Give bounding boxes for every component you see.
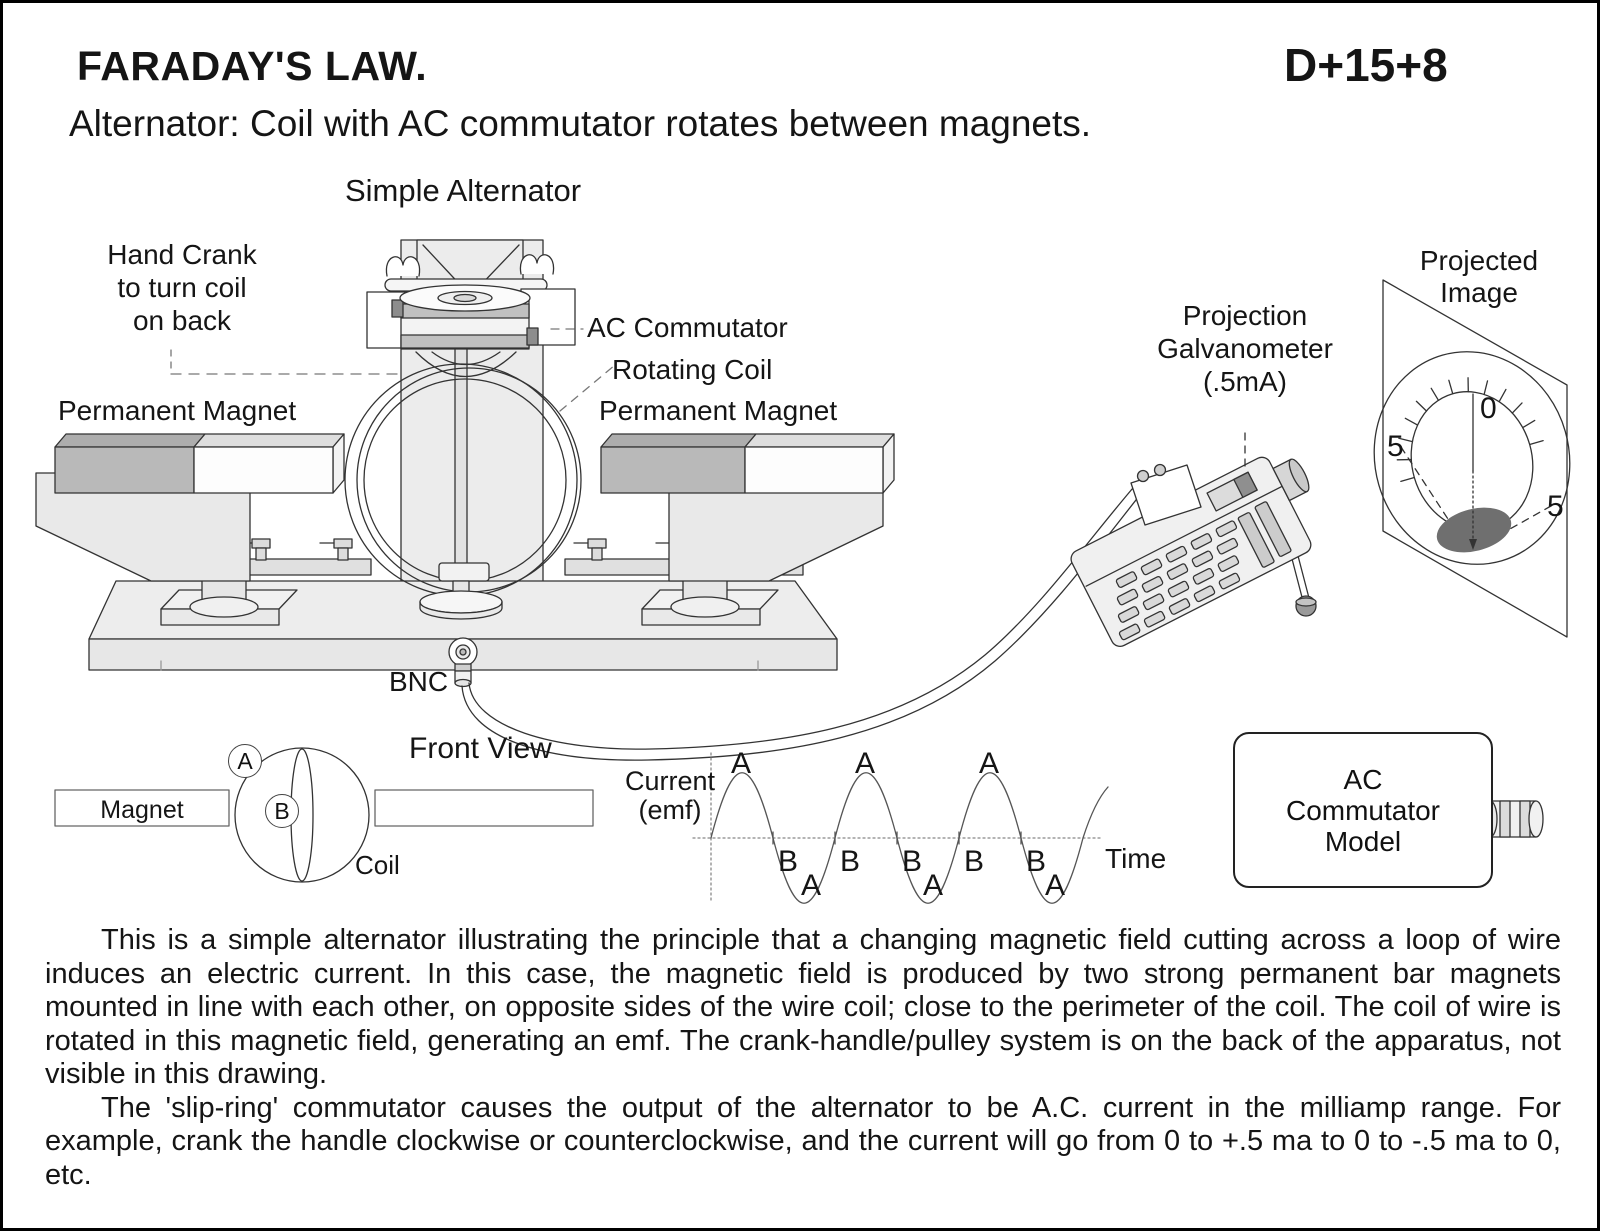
projection-galvanometer-device [1070,432,1317,647]
hand-crank-label: Hand Crank to turn coil on back [107,239,257,336]
wave-peak-label: A [731,747,752,780]
wave-crossing-label: B [902,845,923,878]
right-magnet-assembly [600,433,895,626]
sine-wave [710,772,1109,904]
meter-zero-label: 0 [1480,392,1497,425]
description-paragraph-1: This is a simple alternator illustrating… [45,924,1561,1090]
front-view-diagram [54,747,594,883]
meter-right-five-label: 5 [1547,490,1564,523]
ac-commutator-model-label: AC Commutator Model [1285,763,1441,857]
ac-commutator-model-box: AC Commutator Model [1233,732,1493,888]
ac-commutator-label: AC Commutator [587,312,788,343]
front-view-point-b: B [265,794,299,828]
rotating-coil-label: Rotating Coil [612,354,773,385]
permanent-magnet-left-label: Permanent Magnet [58,395,297,426]
diagram-title: Simple Alternator [344,173,582,208]
model-cylinder [1482,800,1544,838]
front-view-coil-label: Coil [355,850,400,880]
projected-meter-image [1373,279,1571,638]
wave-trough-label: A [923,869,944,902]
graph-ylabel: Current (emf) [624,766,716,825]
front-view-magnet-label: Magnet [100,796,184,824]
meter-shadow-sector [1436,507,1512,553]
wave-crossing-label: B [1026,845,1047,878]
front-view-title: Front View [409,732,552,765]
permanent-magnet-right-label: Permanent Magnet [599,395,838,426]
wave-peak-label: A [855,747,876,780]
keypad-buttons [1115,520,1241,641]
front-view-point-a: A [228,744,262,778]
signal-cables [461,475,1156,761]
waveform-graph [692,752,1109,904]
wave-crossing-label: B [840,845,861,878]
wave-trough-label: A [801,869,822,902]
wave-trough-label: A [1045,869,1066,902]
projected-image-label: Projected Image [1419,245,1539,308]
meter-scale-ticks [1396,377,1544,483]
page-title: FARADAY'S LAW. [77,43,428,89]
description-paragraph-2: The 'slip-ring' commutator causes the ou… [45,1091,1561,1191]
wave-crossing-label: B [964,845,985,878]
subtitle: Alternator: Coil with AC commutator rota… [69,103,1092,144]
commutator-assembly [366,254,576,378]
graph-xlabel: Time [1105,843,1167,874]
meter-left-five-label: 5 [1387,430,1404,463]
wave-crossing-label: B [778,845,799,878]
doc-code: D+15+8 [1284,39,1448,91]
leader-lines [170,328,616,412]
rotating-coil-ring [344,332,582,620]
description-text: This is a simple alternator illustrating… [45,924,1561,1192]
bnc-connector [448,637,478,688]
wave-peak-label: A [979,747,1000,780]
left-magnet-assembly [35,433,345,626]
apparatus-drawing [35,239,1571,904]
bnc-label: BNC [389,666,449,697]
projection-galvanometer-label: Projection Galvanometer (.5mA) [1157,300,1333,397]
